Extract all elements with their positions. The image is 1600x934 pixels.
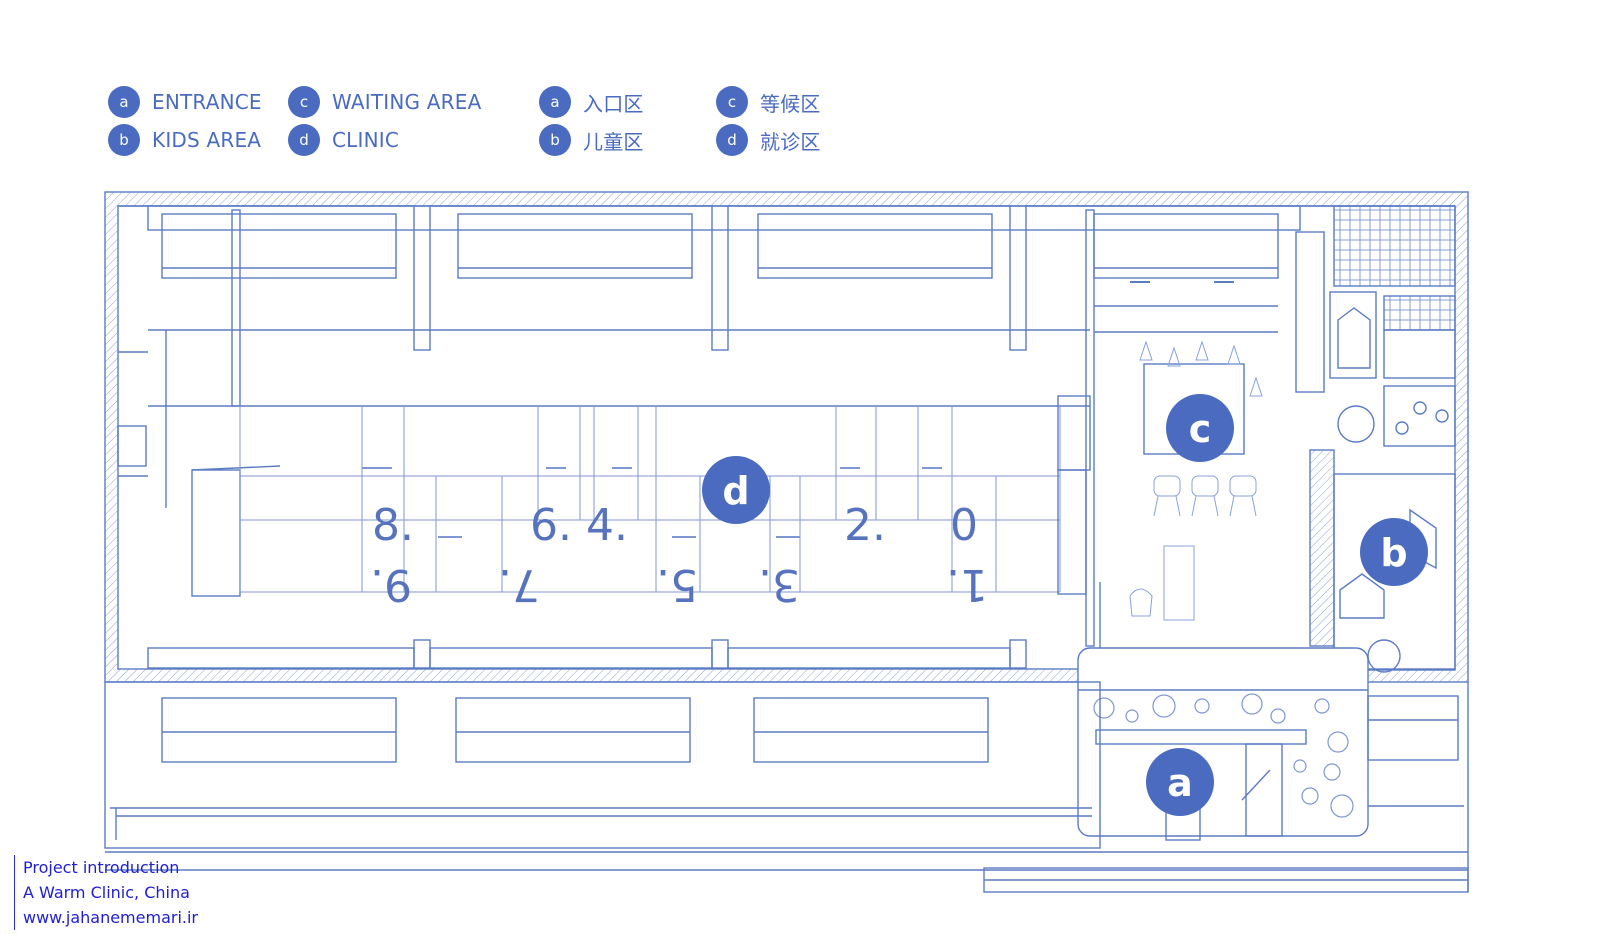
pendant-lamp	[1139, 340, 1153, 361]
credit-line-website[interactable]: www.jahanememari.ir	[23, 908, 199, 927]
planter	[161, 697, 397, 763]
column	[727, 647, 1011, 669]
legend-zh-label-entrance: 入口区	[583, 91, 644, 116]
entrance-vestibule	[1077, 647, 1369, 837]
room-number: 8.	[372, 500, 414, 551]
room-number: 1.	[946, 559, 988, 610]
pendant-lamp	[1227, 344, 1241, 365]
restroom	[1383, 329, 1456, 379]
pillar	[711, 639, 729, 669]
column	[147, 205, 415, 231]
room-number: 6.	[530, 500, 572, 551]
partition-return	[1057, 395, 1091, 471]
marker-c: c	[1166, 394, 1234, 462]
room-number: 4.	[586, 500, 628, 551]
room-number: 3.	[758, 559, 800, 610]
legend-zh-entrance: a 入口区	[539, 84, 644, 120]
column	[429, 205, 713, 231]
pillar	[1009, 229, 1027, 351]
restroom	[1329, 291, 1377, 379]
legend-zh-badge-c: c	[716, 86, 748, 118]
pillar	[413, 229, 431, 351]
bench	[1367, 695, 1459, 761]
legend-zh-clinic: d 就诊区	[716, 122, 821, 158]
marker-d: d	[702, 456, 770, 524]
room-numbers: 8. 6. 4. 2. 0 9. 7. 5. 3. 1.	[370, 500, 988, 610]
column	[429, 647, 713, 669]
sidewalk	[104, 681, 1101, 849]
legend-label-entrance: ENTRANCE	[152, 90, 262, 114]
pendant-lamp	[1249, 376, 1263, 397]
chair	[1229, 475, 1257, 497]
legend-waiting-area: c WAITING AREA	[288, 84, 482, 120]
room-number: 2.	[844, 500, 886, 551]
kids-house	[1337, 307, 1371, 369]
climbing-dome	[1337, 405, 1375, 443]
legend: a ENTRANCE b KIDS AREA c WAITING AREA d …	[0, 84, 900, 164]
kids-house-small	[1339, 573, 1385, 619]
room-number: 5.	[656, 559, 698, 610]
legend-badge-d: d	[288, 124, 320, 156]
cabinet	[757, 213, 993, 279]
legend-label-waiting-area: WAITING AREA	[332, 90, 482, 114]
legend-zh-kids-area: b 儿童区	[539, 122, 644, 158]
legend-zh-badge-a: a	[539, 86, 571, 118]
marker-a-label: a	[1167, 761, 1193, 805]
legend-zh-badge-b: b	[539, 124, 571, 156]
shelf	[1295, 231, 1325, 393]
zone-markers: d c b a	[702, 394, 1428, 816]
pillar	[711, 229, 729, 351]
credit-line-title: A Warm Clinic, China	[23, 883, 190, 902]
kids-wall	[1309, 449, 1335, 647]
legend-zh-label-clinic: 就诊区	[760, 129, 821, 154]
credit-block: Project introduction A Warm Clinic, Chin…	[14, 855, 263, 930]
niche	[117, 425, 147, 467]
column	[147, 647, 415, 669]
legend-zh-waiting-area: c 等候区	[716, 84, 821, 120]
kids-storage	[1383, 385, 1456, 447]
marker-a: a	[1146, 748, 1214, 816]
restroom-tile	[1333, 205, 1456, 287]
cabinet	[161, 213, 397, 279]
legend-clinic: d CLINIC	[288, 122, 399, 158]
legend-label-kids-area: KIDS AREA	[152, 128, 262, 152]
credit-line-project: Project introduction	[23, 858, 180, 877]
cabinet	[1093, 213, 1279, 279]
chair	[1191, 475, 1219, 497]
legend-badge-c: c	[288, 86, 320, 118]
planter	[753, 697, 989, 763]
pillar	[413, 639, 431, 669]
legend-zh-badge-d: d	[716, 124, 748, 156]
legend-badge-b: b	[108, 124, 140, 156]
cabinet	[457, 213, 693, 279]
pendant-lamp	[1195, 340, 1209, 361]
legend-badge-a: a	[108, 86, 140, 118]
lounge-chair	[1129, 588, 1153, 617]
kids-play-area	[1333, 473, 1456, 671]
entrance-canopy	[1095, 729, 1307, 745]
legend-zh-label-kids-area: 儿童区	[583, 129, 644, 154]
room-number: 7.	[498, 559, 540, 610]
restroom-tile	[1383, 295, 1456, 331]
column	[1025, 205, 1301, 231]
marker-b: b	[1360, 518, 1428, 586]
column	[727, 205, 1011, 231]
pendant-lamp	[1167, 346, 1181, 367]
pillar	[1009, 639, 1027, 669]
cabinet-small	[1163, 545, 1195, 621]
room-number: 9.	[370, 559, 412, 610]
planter	[455, 697, 691, 763]
legend-zh-label-waiting-area: 等候区	[760, 91, 821, 116]
marker-c-label: c	[1189, 407, 1212, 451]
room-number: 0	[950, 500, 978, 551]
legend-entrance: a ENTRANCE	[108, 84, 262, 120]
legend-label-clinic: CLINIC	[332, 128, 400, 152]
partition-wall	[1085, 209, 1095, 647]
marker-b-label: b	[1380, 531, 1407, 575]
entrance-panel	[1245, 743, 1283, 837]
chair	[1153, 475, 1181, 497]
marker-d-label: d	[722, 469, 749, 513]
legend-kids-area: b KIDS AREA	[108, 122, 261, 158]
